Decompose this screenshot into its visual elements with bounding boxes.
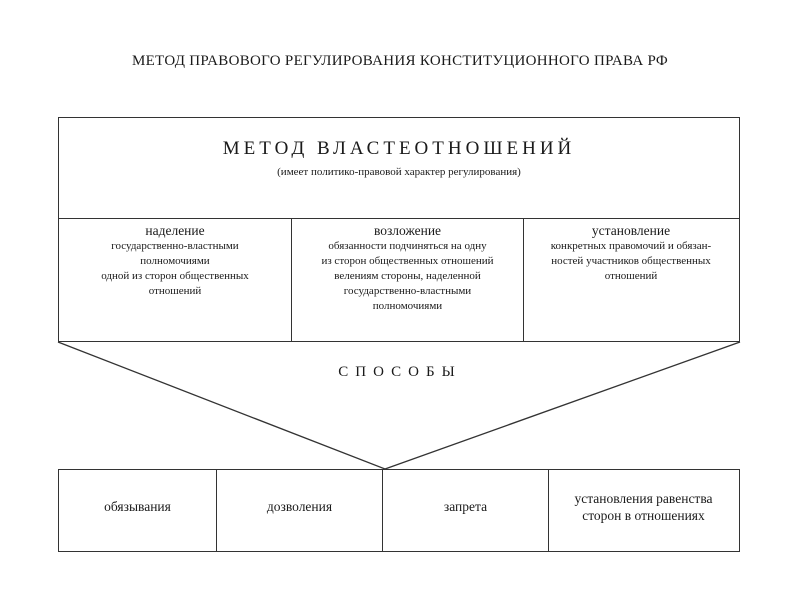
funnel-left-line xyxy=(57,341,386,470)
ways-row: наделение государственно-властными полно… xyxy=(59,219,739,341)
way-heading: установление xyxy=(591,223,671,238)
mode-line: установления равенства xyxy=(574,490,713,506)
method-header: МЕТОД ВЛАСТЕОТНОШЕНИЙ (имеет политико-пр… xyxy=(59,118,739,219)
way-line: отношений xyxy=(604,270,658,282)
methods-label: СПОСОБЫ xyxy=(338,364,462,380)
way-line: государственно-властными xyxy=(343,285,472,297)
way-line: отношений xyxy=(148,285,202,297)
mode-cell-equality: установления равенства сторон в отношени… xyxy=(549,470,738,551)
mode-line: дозволения xyxy=(266,499,333,514)
way-line: полномочиями xyxy=(372,300,443,312)
way-line: полномочиями xyxy=(140,255,210,267)
way-line: обязанности подчиняться на одну xyxy=(328,240,487,252)
way-heading: наделение xyxy=(145,223,205,238)
way-heading: возложение xyxy=(373,223,442,238)
way-line: конкретных правомочий и обязан- xyxy=(550,240,712,252)
way-line: из сторон общественных отношений xyxy=(321,255,494,267)
diagram-title: МЕТОД ПРАВОВОГО РЕГУЛИРОВАНИЯ КОНСТИТУЦИ… xyxy=(131,53,669,69)
mode-cell-permission: дозволения xyxy=(217,470,383,551)
way-line: велениям стороны, наделенной xyxy=(334,270,481,282)
way-line: государственно-властными xyxy=(111,240,239,252)
modes-box: обязывания дозволения запрета установлен… xyxy=(58,469,740,552)
mode-line: обязывания xyxy=(104,499,171,514)
method-box: МЕТОД ВЛАСТЕОТНОШЕНИЙ (имеет политико-пр… xyxy=(58,117,740,342)
method-title: МЕТОД ВЛАСТЕОТНОШЕНИЙ xyxy=(222,138,576,159)
mode-line: запрета xyxy=(443,499,488,514)
way-line: одной из сторон общественных xyxy=(101,270,249,282)
way-cell-imposition: возложение обязанности подчиняться на од… xyxy=(292,219,524,341)
mode-line: сторон в отношениях xyxy=(582,507,705,523)
way-cell-establishment: установление конкретных правомочий и обя… xyxy=(524,219,738,341)
mode-cell-prohibition: запрета xyxy=(383,470,549,551)
way-cell-endowment: наделение государственно-властными полно… xyxy=(59,219,292,341)
mode-cell-obligation: обязывания xyxy=(59,470,217,551)
method-subtitle: (имеет политико-правовой характер регули… xyxy=(277,166,521,178)
funnel-right-line xyxy=(384,341,741,470)
way-line: ностей участников общественных xyxy=(551,255,711,267)
